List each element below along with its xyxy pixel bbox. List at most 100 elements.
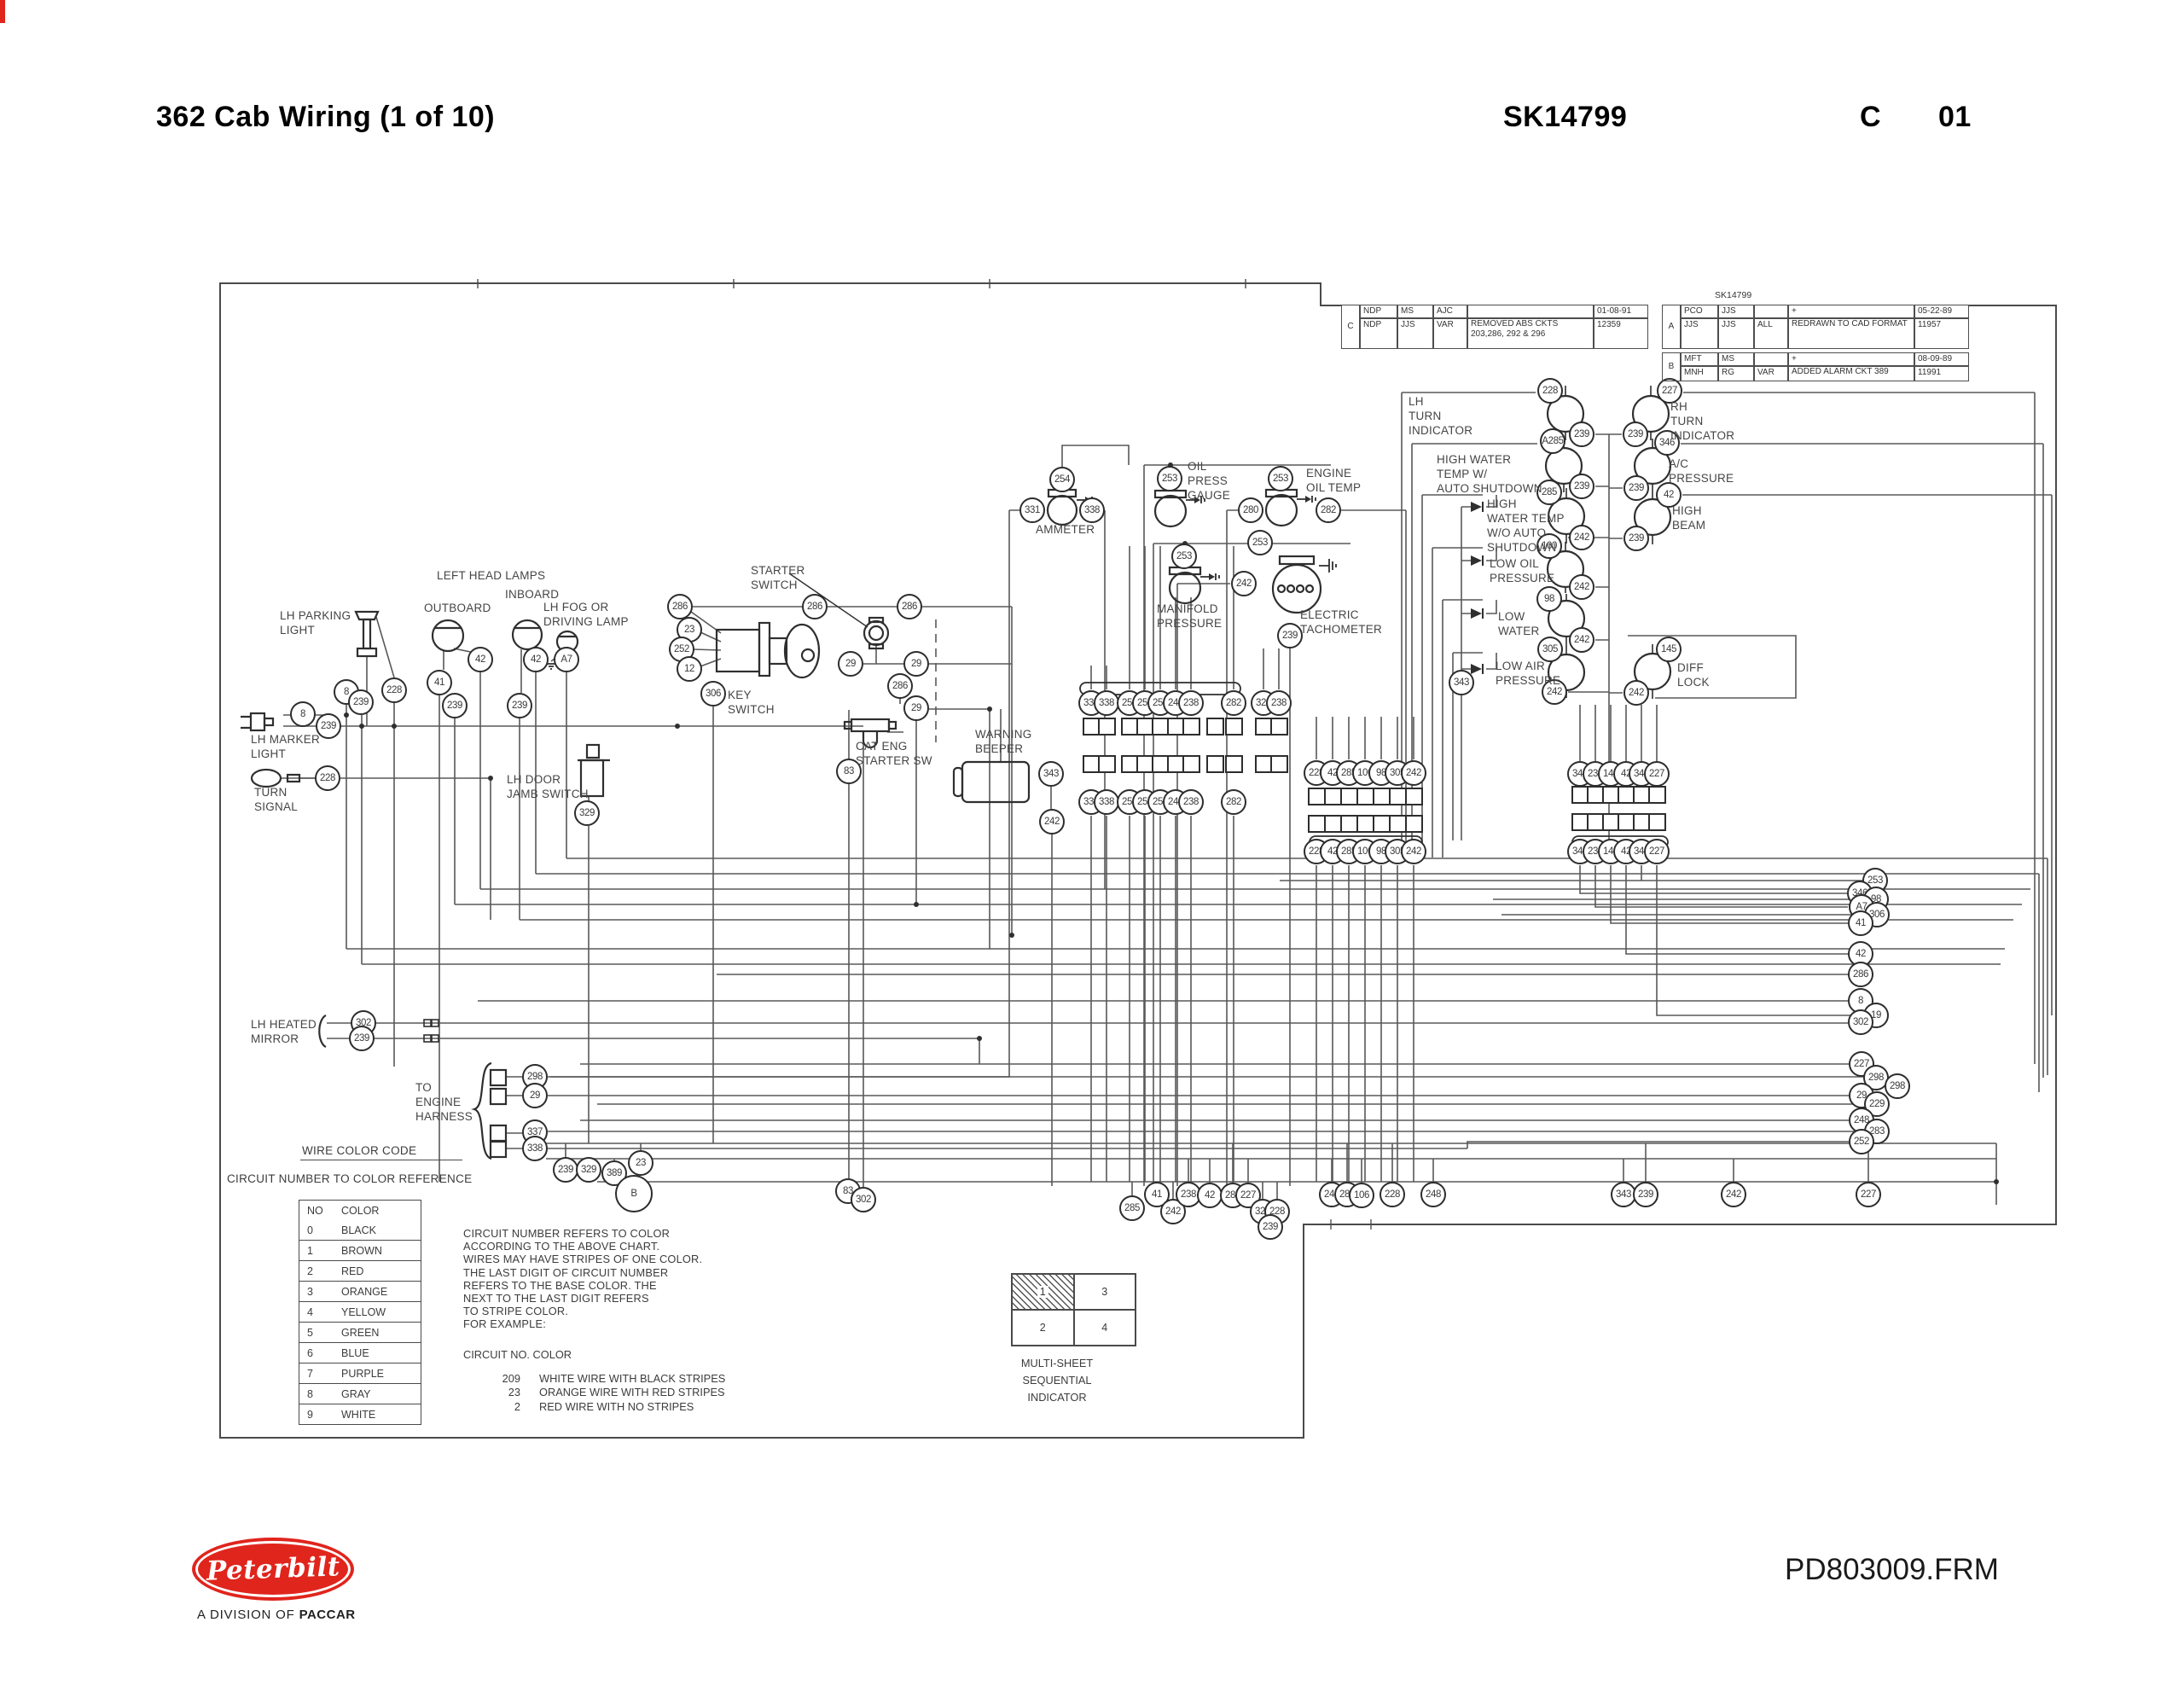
component-label: DIFF LOCK — [1677, 661, 1710, 689]
peterbilt-logo: Peterbilt — [192, 1538, 354, 1601]
component-label: RH TURN INDICATOR — [1670, 400, 1735, 442]
component-label: LH TURN INDICATOR — [1409, 395, 1473, 437]
wire-callout: 238 — [1178, 690, 1204, 716]
sheet-cell-3: 3 — [1073, 1274, 1136, 1310]
wire-callout: 252 — [1849, 1129, 1874, 1154]
component-label: ENGINE OIL TEMP — [1306, 467, 1362, 494]
component-label: CAT ENG STARTER SW — [856, 740, 932, 767]
wire-callout: 239 — [1569, 474, 1594, 499]
wire-callout: 286 — [1848, 962, 1873, 987]
marker-light-symbol — [249, 712, 266, 732]
connector-pad — [1404, 787, 1423, 805]
component-label: OIL PRESS GAUGE — [1188, 460, 1231, 502]
component-label: INBOARD — [505, 588, 560, 601]
wire-color-row: 6 BLUE — [299, 1342, 421, 1363]
wire-callout: 286 — [802, 594, 828, 619]
wire-callout: 228 — [381, 677, 407, 703]
wire-callout: 282 — [1316, 497, 1341, 523]
wire-callout: 253 — [1157, 466, 1182, 491]
connector-pad — [1269, 717, 1288, 736]
wire-callout: 42 — [1656, 482, 1682, 508]
engine-oil-temp-symbol — [1264, 493, 1298, 527]
wire-callout: 29 — [903, 651, 929, 677]
connector-pad — [1356, 814, 1374, 833]
component-label: AMMETER — [1036, 523, 1095, 536]
wire-callout: 282 — [1221, 789, 1246, 815]
note-line: FOR EXAMPLE: — [463, 1317, 546, 1331]
multi-sheet-indicator: 1 3 2 4 — [1011, 1273, 1136, 1346]
wire-callout: 228 — [315, 765, 340, 791]
connector-pad — [1097, 717, 1116, 736]
wire-callout: 12 — [677, 656, 702, 682]
sheet-cell-1: 1 — [1012, 1274, 1074, 1310]
wire-callout: 41 — [427, 670, 452, 695]
wire-callout: 239 — [1623, 475, 1649, 501]
wire-callout: 302 — [1848, 1009, 1873, 1035]
component-label: TURN SIGNAL — [254, 786, 299, 813]
note-line: CIRCUIT NUMBER REFERS TO COLOR — [463, 1227, 671, 1240]
connector-pad — [1182, 754, 1200, 773]
connector-pad — [1647, 812, 1666, 831]
connector-pad — [1224, 754, 1243, 773]
wire-color-rows: 0 BLACK 1 BROWN 2 RED 3 ORANGE 4 YELLOW … — [299, 1220, 421, 1424]
sheet-cell-2: 2 — [1012, 1310, 1074, 1346]
wire-callout: 29 — [903, 695, 929, 721]
wire-callout: A7 — [554, 647, 579, 672]
wire-callout: 8 — [290, 701, 316, 727]
wire-callout: B — [615, 1175, 653, 1212]
wire-callout: 282 — [1221, 690, 1246, 716]
wire-callout: 343 — [1038, 761, 1064, 787]
wire-color-row: 8 GRAY — [299, 1383, 421, 1404]
wire-callout: 242 — [1231, 571, 1257, 596]
connector-pad — [1323, 814, 1342, 833]
sheet-cell-4: 4 — [1073, 1310, 1136, 1346]
wire-callout: 239 — [1623, 422, 1648, 447]
wire-callout: 42 — [468, 647, 493, 672]
wire-callout: 98 — [1536, 586, 1562, 612]
wire-callout: 239 — [348, 689, 374, 715]
wire-callout: 286 — [887, 673, 913, 699]
wire-callout: 242 — [1721, 1182, 1746, 1207]
component-label: LH FOG OR DRIVING LAMP — [543, 601, 629, 628]
connector-pad — [1323, 787, 1342, 805]
wire-callout: 239 — [316, 713, 341, 739]
wire-callout: 41 — [1848, 910, 1873, 936]
component-label: HIGH WATER TEMP W/ AUTO SHUTDOWN — [1437, 453, 1542, 495]
wire-callout: 145 — [1656, 637, 1682, 662]
revision-block-b: B MFT MS + 08-09-89 MNH RG VAR ADDED ALA… — [1662, 352, 1969, 381]
wire-callout: 302 — [851, 1187, 876, 1212]
wire-callout: 242 — [1542, 679, 1567, 705]
component-label: LOW OIL PRESSURE — [1490, 557, 1555, 584]
wire-callout: 280 — [1238, 497, 1263, 523]
note-line: WIRES MAY HAVE STRIPES OF ONE COLOR. — [463, 1253, 703, 1266]
note-line: REFERS TO THE BASE COLOR. THE — [463, 1278, 657, 1292]
outboard-headlamp-symbol — [431, 619, 465, 653]
connector-pad — [1339, 814, 1358, 833]
wire-callout: 329 — [574, 800, 600, 826]
cat-eng-starter-symbol — [850, 718, 891, 733]
component-label: ELECTRIC TACHOMETER — [1300, 608, 1382, 636]
multi-sheet-label: MULTI-SHEET SEQUENTIAL INDICATOR — [1020, 1357, 1094, 1404]
wire-callout: 338 — [1094, 690, 1119, 716]
revision-block-a: A PCO JJS + 05-22-89 JJS JJS ALL REDRAWN… — [1662, 305, 1969, 349]
revision-block-c: C NDP MS AJC 01-08-91 NDP JJS VAR REMOVE… — [1341, 305, 1648, 349]
component-label: LEFT HEAD LAMPS — [437, 569, 546, 582]
wire-callout: 242 — [1401, 839, 1426, 864]
harness-brace — [471, 1061, 492, 1160]
wire-callout: 338 — [1094, 789, 1119, 815]
revision-letter: C — [1860, 101, 1882, 133]
page-number: 01 — [1938, 101, 1972, 133]
wire-callout: 239 — [507, 693, 532, 718]
wire-callout: 285 — [1119, 1195, 1145, 1221]
wire-callout: 42 — [523, 647, 549, 672]
example-row: 2 RED WIRE WITH NO STRIPES — [514, 1399, 694, 1413]
wire-callout: 83 — [836, 759, 862, 784]
turn-signal-symbol — [250, 768, 282, 788]
wire-color-row: 4 YELLOW — [299, 1301, 421, 1322]
rev-letter: A — [1662, 305, 1681, 349]
peterbilt-logo-ring: Peterbilt — [195, 1541, 351, 1597]
wire-callout: 239 — [349, 1026, 375, 1051]
wire-callout: 242 — [1569, 627, 1594, 653]
example-row: 23 ORANGE WIRE WITH RED STRIPES — [508, 1386, 725, 1399]
parking-light-symbol — [354, 610, 380, 621]
